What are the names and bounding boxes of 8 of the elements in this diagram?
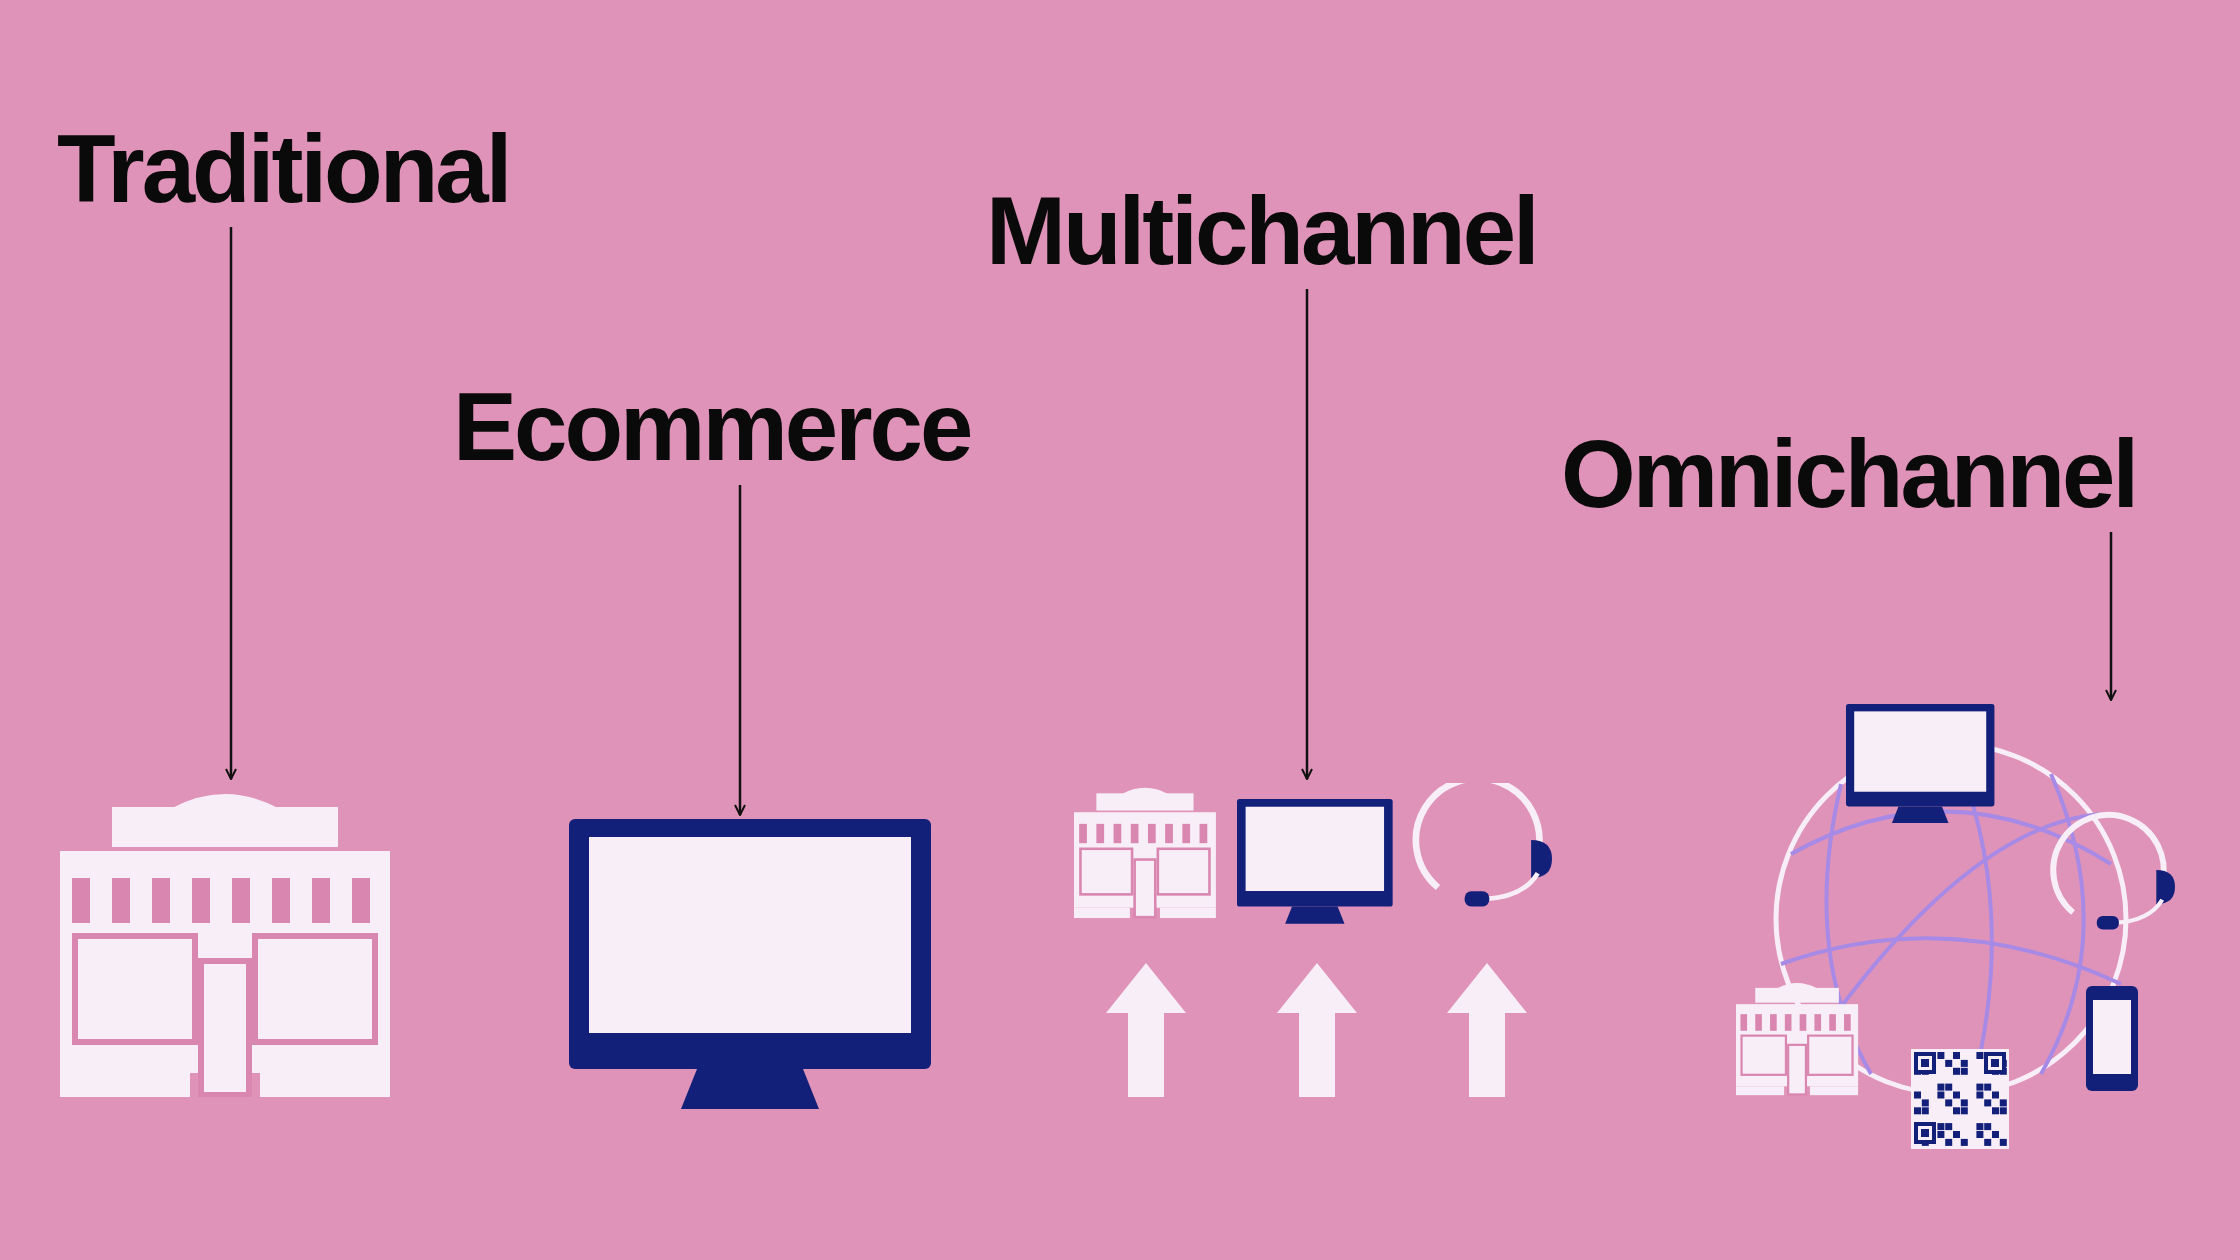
arrow (2105, 532, 2117, 701)
heading: Multichannel (986, 183, 1537, 279)
heading: Omnichannel (1561, 426, 2137, 522)
heading: Traditional (57, 121, 510, 217)
heading: Ecommerce (453, 379, 971, 475)
arrow (734, 485, 746, 816)
arrow (1301, 289, 1313, 780)
arrow (225, 227, 237, 780)
